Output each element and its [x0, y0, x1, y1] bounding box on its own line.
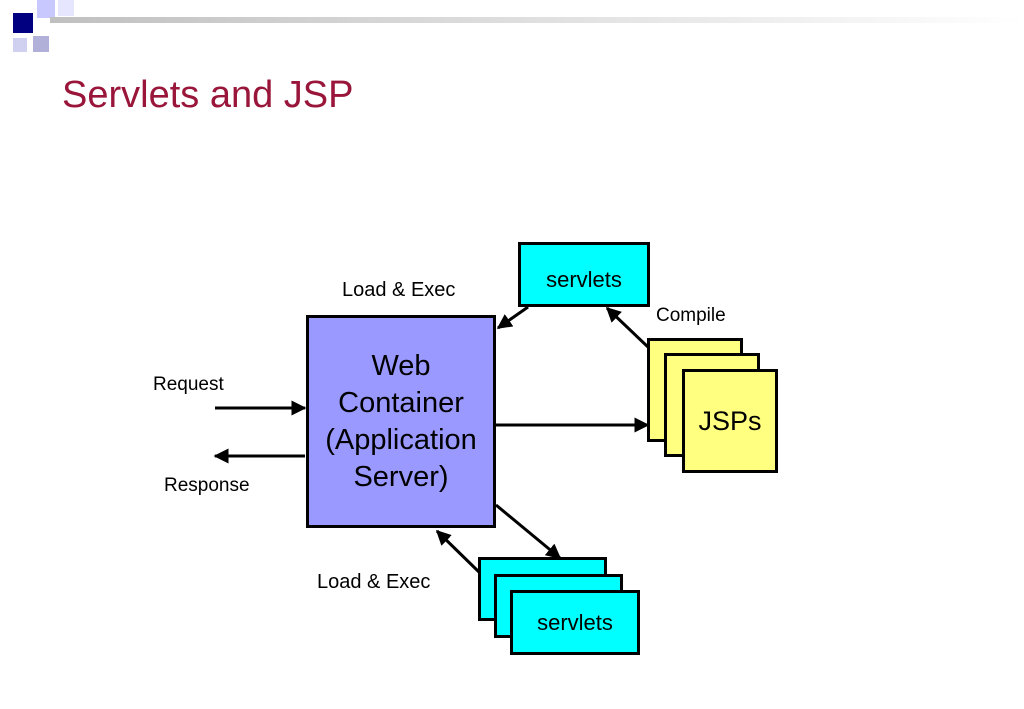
header-gradient-bar: [50, 17, 1024, 23]
load-exec-bottom-arrow: [435, 529, 482, 575]
web-container-line3: (Application: [325, 423, 477, 456]
servlets-bottom-label: servlets: [537, 609, 613, 635]
response-label: Response: [164, 475, 250, 496]
compile-arrow: [605, 306, 650, 349]
load-exec-top-arrow: [496, 305, 529, 330]
web-container-line1: Web: [371, 349, 431, 382]
jsp-stack-front: JSPs: [682, 369, 778, 473]
servlets-bottom-box: servlets: [510, 590, 640, 655]
header-square-gray: [33, 36, 49, 52]
request-label: Request: [153, 374, 224, 395]
servlets-top-box: servlets: [518, 242, 650, 307]
header-square-navy: [13, 13, 33, 33]
load-exec-bottom-label: Load & Exec: [317, 571, 431, 593]
slide-title: Servlets and JSP: [62, 74, 354, 116]
servlets-top-label: servlets: [546, 267, 622, 292]
web-container-box: Web Container (Application Server): [306, 315, 496, 528]
web-container-line2: Container: [338, 386, 464, 419]
container-to-servlets-arrow: [495, 503, 562, 560]
jsps-label: JSPs: [698, 405, 762, 436]
load-exec-top-label: Load & Exec: [342, 279, 456, 301]
header-square-light: [58, 0, 74, 16]
header-square-lavender: [37, 0, 55, 18]
compile-label: Compile: [656, 305, 726, 326]
web-container-line4: Server): [353, 460, 449, 493]
header-square-blue: [13, 38, 27, 52]
